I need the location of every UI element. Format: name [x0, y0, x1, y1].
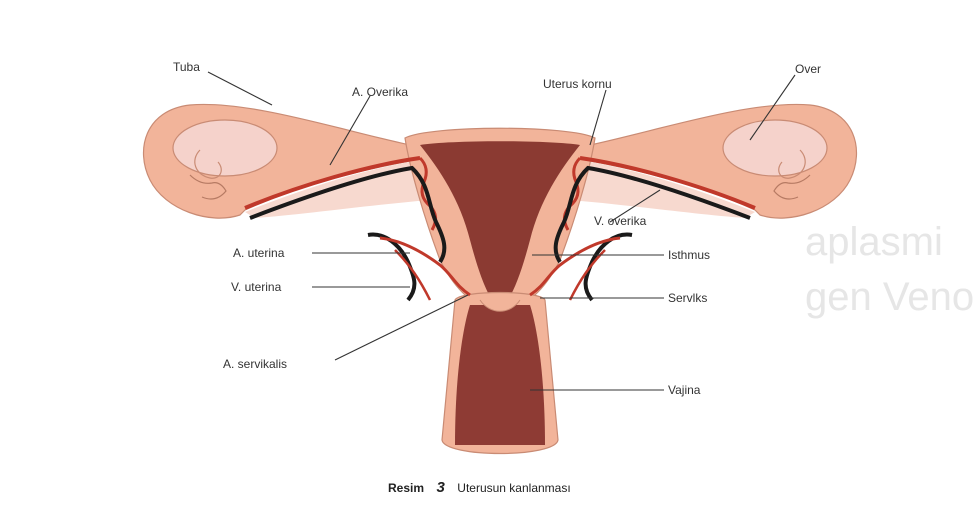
label-tuba: Tuba [173, 60, 200, 74]
figure-caption: Resim 3 Uterusun kanlanması [388, 479, 571, 496]
label-uterus-kornu: Uterus kornu [543, 77, 612, 91]
leader-a-servikalis [335, 295, 468, 360]
caption-text: Uterusun kanlanması [457, 481, 570, 495]
label-over: Over [795, 62, 821, 76]
leader-tuba [208, 72, 272, 105]
label-v-overika: V. overika [594, 214, 647, 228]
vagina [442, 293, 558, 454]
label-a-overika: A. Overika [352, 85, 408, 99]
label-v-uterina: V. uterina [231, 280, 282, 294]
label-isthmus: Isthmus [668, 248, 710, 262]
caption-line: Resim 3 Uterusun kanlanması [388, 479, 571, 496]
label-a-servikalis: A. servikalis [223, 357, 287, 371]
caption-number: 3 [436, 479, 445, 496]
label-servlks: Servlks [668, 291, 707, 305]
label-vajina: Vajina [668, 383, 701, 397]
caption-prefix: Resim [388, 481, 424, 495]
background-text-line1: aplasmi [805, 220, 943, 264]
label-a-uterina: A. uterina [233, 246, 285, 260]
leader-uterus-kornu [590, 90, 606, 145]
background-text-line2: gen Veno [805, 275, 974, 319]
background-text: aplasmi gen Veno [805, 220, 974, 319]
